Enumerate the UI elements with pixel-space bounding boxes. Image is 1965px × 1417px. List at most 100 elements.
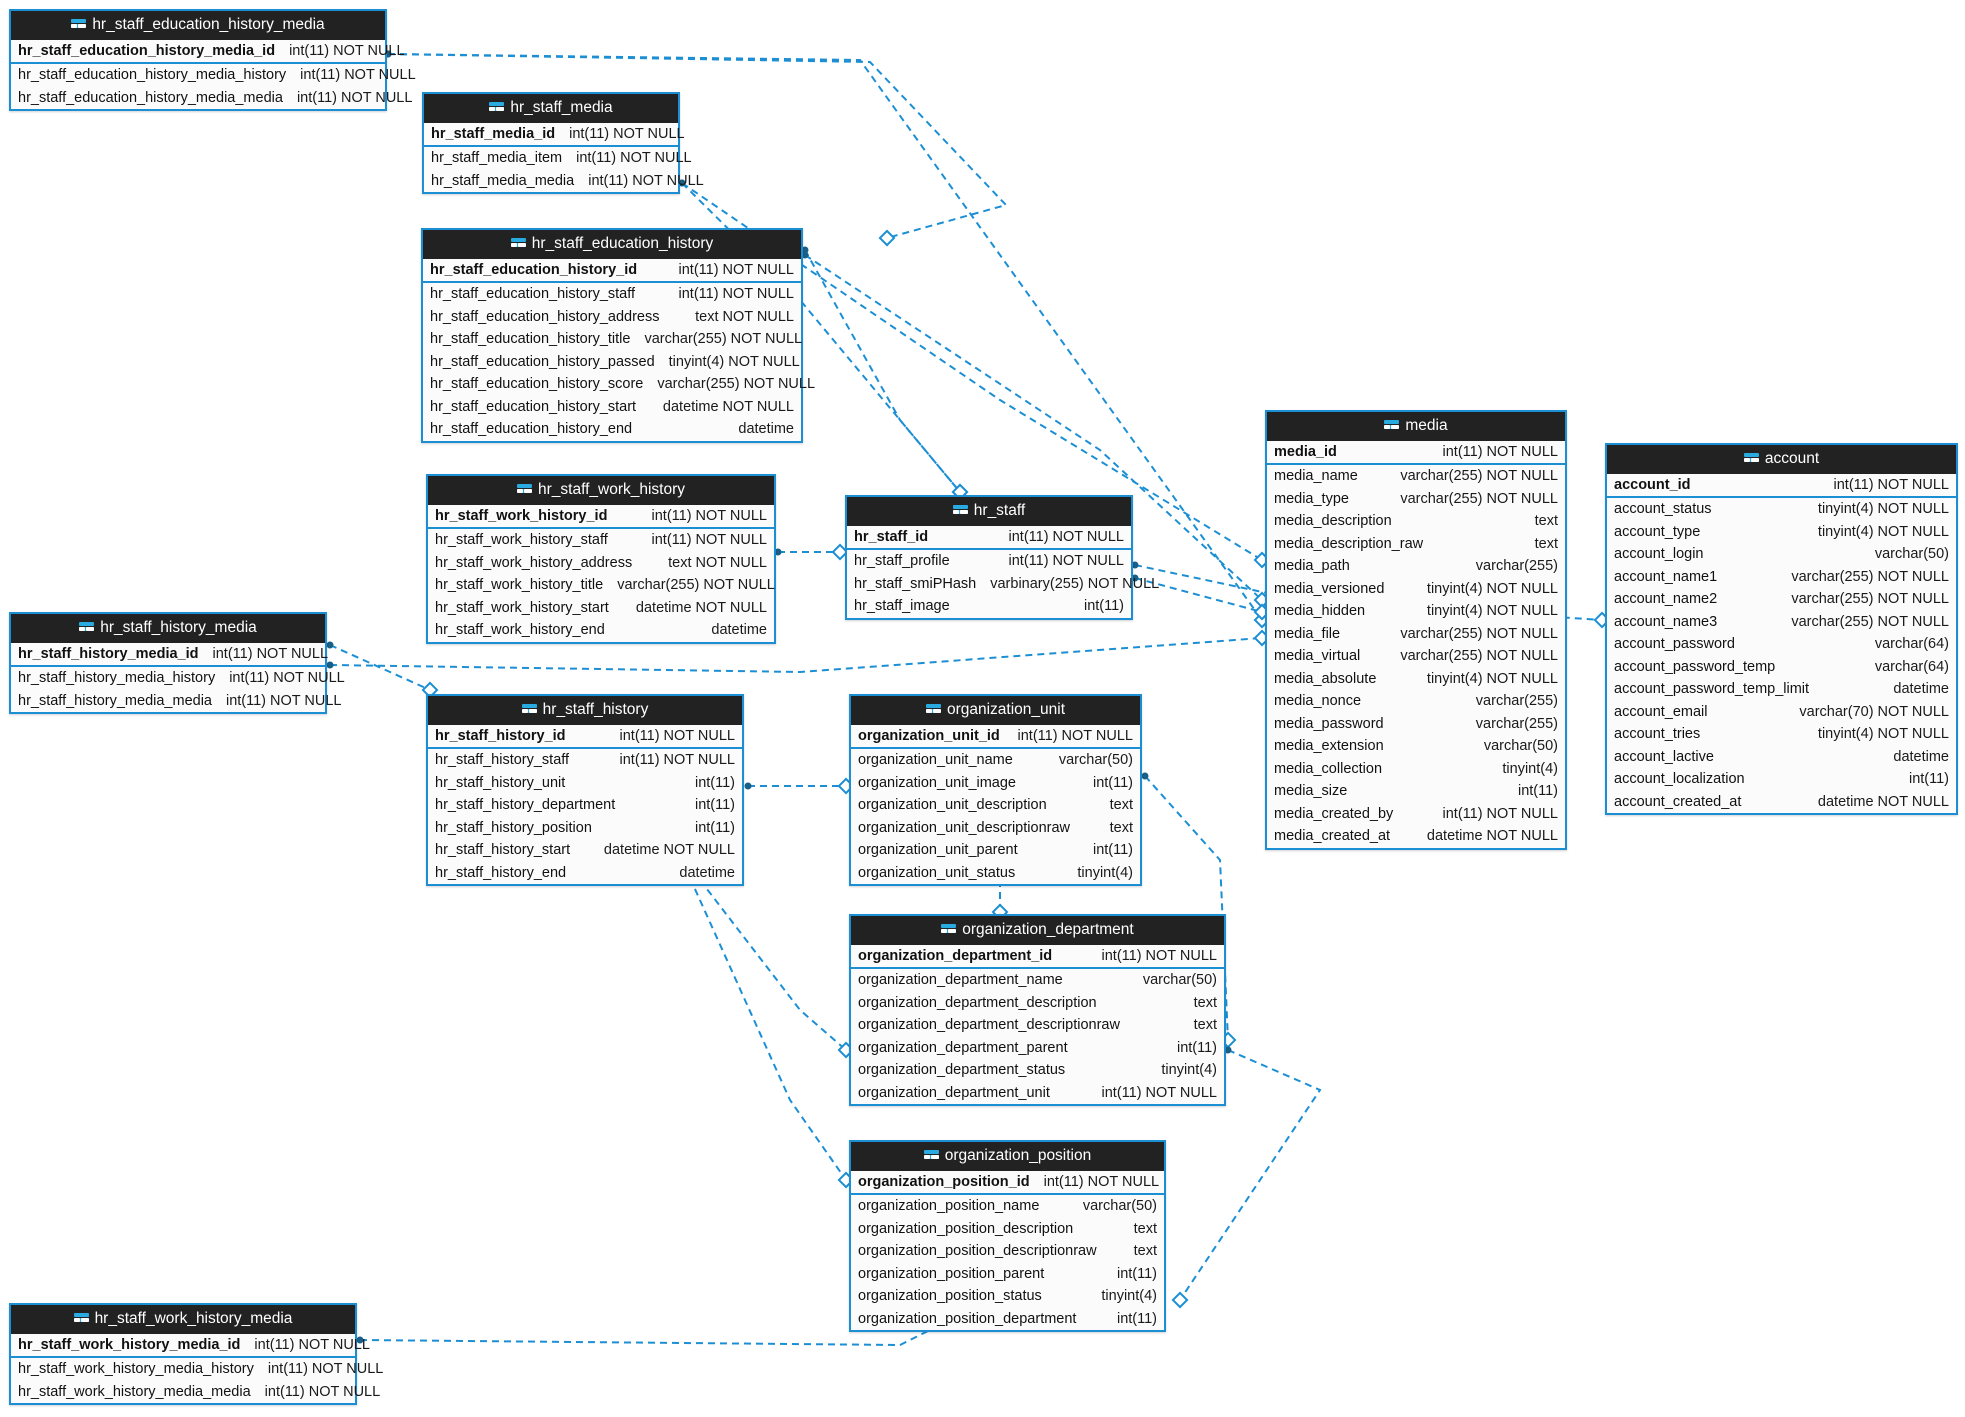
entity-header: hr_staff_history_media (11, 614, 325, 643)
entity-title: hr_staff_media (510, 99, 613, 116)
table-icon (925, 703, 941, 716)
field-name: hr_staff_media_item (431, 150, 563, 166)
entity-header: organization_unit (851, 696, 1140, 725)
field-name: media_created_by (1274, 805, 1394, 822)
field-type: varchar(255) NOT NULL (1791, 591, 1949, 607)
field-name: hr_staff_history_media_history (18, 670, 216, 686)
field-name: media_id (1274, 443, 1337, 460)
table-icon (489, 101, 505, 114)
entity-header: hr_staff_education_history (423, 230, 801, 259)
entity-organization_position[interactable]: organization_position organization_positi… (849, 1140, 1166, 1332)
field-name: hr_staff_work_history_id (435, 507, 608, 524)
field-name: organization_department_descriptionraw (858, 1017, 1120, 1033)
field-type: int(11) NOT NULL (1017, 727, 1134, 744)
field-type: int(11) NOT NULL (229, 670, 345, 686)
table-icon (952, 504, 968, 517)
relationship-crowfoot (878, 229, 896, 247)
field-type: datetime NOT NULL (1817, 793, 1949, 810)
field-type: int(11) NOT NULL (576, 150, 692, 166)
field-name: organization_unit_parent (858, 842, 1018, 858)
entity-header: organization_department (851, 916, 1224, 945)
field-type: tinyint(4) NOT NULL (668, 353, 800, 370)
relationship-hr_staff_education_history-to-hr_staff (804, 249, 961, 493)
entity-header: hr_staff (847, 497, 1131, 526)
relationship-crowfoot (1171, 1291, 1189, 1309)
field-section: hr_staff_history_media_history int(11) NO… (11, 667, 345, 712)
field-name: hr_staff_work_history_media_history (18, 1361, 254, 1377)
field-type: int(11) NOT NULL (678, 286, 795, 302)
field-type: tinyint(4) NOT NULL (1426, 580, 1558, 597)
field-name: hr_staff_profile (854, 553, 950, 569)
field-name: organization_department_name (858, 972, 1063, 988)
field-name: media_name (1274, 468, 1358, 484)
field-name: media_description (1274, 513, 1392, 529)
field-type: int(11) (1908, 771, 1949, 787)
entity-hr_staff_education_history[interactable]: hr_staff_education_history hr_staff_educa… (421, 228, 815, 443)
field-type: int(11) NOT NULL (1008, 528, 1125, 545)
field-name: organization_unit_id (858, 727, 1000, 744)
field-name: media_versioned (1274, 580, 1385, 597)
entity-organization_unit[interactable]: organization_unit organization_unit_id int… (849, 694, 1142, 886)
table-icon (73, 1312, 89, 1325)
table-icon (521, 703, 537, 716)
field-name: account_tries (1614, 726, 1701, 742)
field-type: varchar(64) (1874, 658, 1949, 675)
field-type: varchar(50) (1058, 752, 1133, 768)
field-type: int(11) (694, 819, 735, 836)
field-type: int(11) NOT NULL (1101, 947, 1218, 964)
field-type: text NOT NULL (695, 308, 794, 325)
field-type: varchar(255) NOT NULL (1400, 468, 1558, 484)
field-name: account_password_temp (1614, 658, 1776, 675)
field-row: hr_staff_history_media_history int(11) NO… (11, 667, 345, 690)
field-name: hr_staff_smiPHash (854, 575, 977, 592)
field-name: hr_staff_history_unit (435, 774, 566, 791)
field-name: hr_staff_education_history_end (430, 421, 633, 437)
field-row: hr_staff_education_history_media_history… (11, 64, 416, 87)
field-name: account_name1 (1614, 568, 1718, 585)
field-type: int(11) NOT NULL (569, 125, 685, 142)
entity-header: hr_staff_work_history (428, 476, 774, 505)
field-name: hr_staff_history_media_media (18, 692, 212, 709)
entity-title: hr_staff_history (542, 701, 649, 718)
field-name: media_collection (1274, 760, 1383, 777)
entity-hr_staff_work_history[interactable]: hr_staff_work_history hr_staff_work_histo… (426, 474, 776, 644)
entity-title: organization_position (944, 1147, 1092, 1164)
field-name: media_hidden (1274, 603, 1366, 619)
field-name: account_name3 (1614, 613, 1718, 630)
field-type: varchar(255) NOT NULL (1791, 613, 1949, 630)
field-type: int(11) NOT NULL (289, 42, 405, 59)
field-name: hr_staff_work_history_address (435, 554, 633, 571)
table-icon (516, 483, 532, 496)
